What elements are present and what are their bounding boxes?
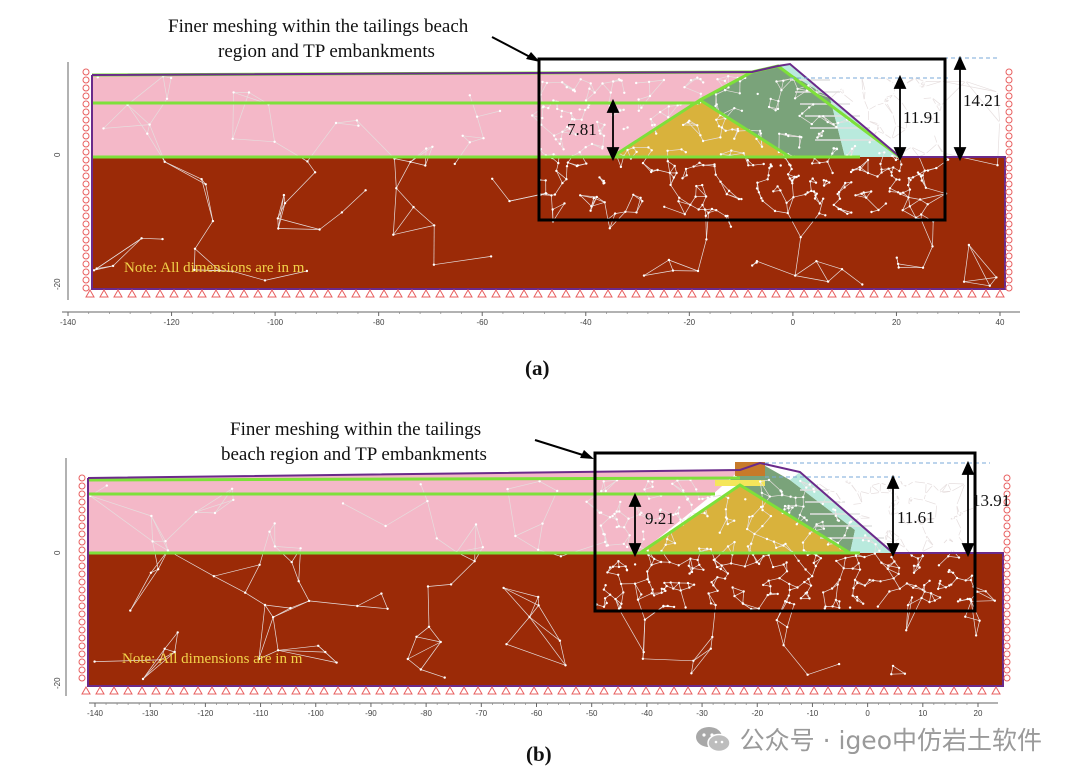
callout-line-2: region and TP embankments bbox=[218, 41, 435, 62]
dim-core-height: 7.81 bbox=[567, 120, 597, 139]
watermark: 公众号 · igeo中仿岩土软件 bbox=[694, 721, 1042, 757]
core-region bbox=[612, 100, 790, 157]
callout-arrowhead bbox=[526, 52, 540, 62]
xtick-label: -100 bbox=[308, 709, 325, 718]
callout-line-1: Finer meshing within the tailings beach bbox=[168, 16, 469, 37]
dim-embankment-height: 11.91 bbox=[903, 108, 941, 127]
xtick-label: -140 bbox=[60, 318, 77, 327]
mesh-nodes bbox=[89, 478, 996, 681]
xtick-label: -10 bbox=[807, 709, 819, 718]
dim-arrow-embankment bbox=[893, 74, 907, 162]
boundary-supports bbox=[78, 474, 1011, 695]
callout-arrowhead bbox=[580, 450, 594, 459]
xtick-label: -50 bbox=[586, 709, 598, 718]
tailings-region bbox=[88, 470, 740, 553]
xtick-label: -60 bbox=[476, 318, 488, 327]
xtick-label: -20 bbox=[751, 709, 763, 718]
dim-arrow-embankment bbox=[886, 474, 900, 558]
xtick-label: 0 bbox=[865, 709, 870, 718]
ytick-neg20: -20 bbox=[53, 278, 62, 290]
drain-region bbox=[790, 472, 893, 553]
callout-line-2: beach region and TP embankments bbox=[221, 444, 487, 465]
xtick-label: 20 bbox=[974, 709, 983, 718]
dim-arrow-total bbox=[953, 55, 967, 162]
callout-arrow bbox=[534, 439, 587, 457]
dim-arrow-core bbox=[606, 98, 620, 162]
xtick-label: -40 bbox=[580, 318, 592, 327]
xtick-label: 0 bbox=[791, 318, 796, 327]
xtick-label: -130 bbox=[142, 709, 159, 718]
crest-drain-strip bbox=[715, 480, 765, 486]
xtick-label: -40 bbox=[641, 709, 653, 718]
xtick-label: -90 bbox=[365, 709, 377, 718]
panel-a-figure: Finer meshing within the tailings beach … bbox=[53, 16, 1020, 327]
ytick-0: 0 bbox=[53, 550, 62, 555]
foundation-region bbox=[88, 553, 1003, 686]
xtick-label: -80 bbox=[373, 318, 385, 327]
mesh-nodes bbox=[92, 75, 1001, 287]
xtick-label: -60 bbox=[531, 709, 543, 718]
finer-mesh-box bbox=[593, 451, 977, 613]
dim-total-height: 13.91 bbox=[972, 491, 1010, 510]
dim-arrow-total bbox=[961, 460, 975, 558]
panel-b-figure: Finer meshing within the tailings beach … bbox=[53, 419, 1011, 718]
x-axis: -140 -120 -100 -80 -60 -40 -20 0 20 40 bbox=[60, 311, 1020, 327]
x-axis: -140-130-120-110-100-90-80-70-60-50-40-3… bbox=[87, 702, 998, 718]
boundary-supports bbox=[82, 68, 1013, 298]
xtick-label: -120 bbox=[164, 318, 181, 327]
xtick-label: -100 bbox=[267, 318, 284, 327]
watermark-text: 公众号 · igeo中仿岩土软件 bbox=[739, 726, 1042, 755]
callout-line-1: Finer meshing within the tailings bbox=[230, 419, 481, 440]
mesh-lines bbox=[89, 479, 996, 680]
layer-lines bbox=[87, 476, 860, 555]
tailings-region bbox=[92, 72, 752, 157]
finer-mesh-box bbox=[537, 57, 947, 222]
foundation-region bbox=[92, 157, 1005, 289]
dashed-reference-lines bbox=[765, 462, 990, 478]
xtick-label: -110 bbox=[253, 709, 269, 718]
dim-arrow-core bbox=[628, 492, 642, 558]
dashed-reference-lines bbox=[790, 57, 1000, 79]
crest-core bbox=[735, 462, 765, 476]
wechat-icon bbox=[694, 724, 732, 754]
xtick-label: -140 bbox=[87, 709, 104, 718]
xtick-label: 10 bbox=[918, 709, 927, 718]
xtick-label: 40 bbox=[996, 318, 1005, 327]
ytick-neg20: -20 bbox=[53, 677, 62, 689]
xtick-label: -20 bbox=[684, 318, 696, 327]
xtick-label: -80 bbox=[420, 709, 432, 718]
ytick-0: 0 bbox=[53, 152, 62, 157]
caption-a-label: (a) bbox=[525, 356, 550, 380]
dim-total-height: 14.21 bbox=[963, 91, 1001, 110]
note-dimensions: Note: All dimensions are in m bbox=[124, 260, 305, 276]
xtick-label: 20 bbox=[892, 318, 901, 327]
xtick-label: -30 bbox=[696, 709, 708, 718]
dim-core-height: 9.21 bbox=[645, 509, 675, 528]
caption-b-label: (b) bbox=[526, 742, 552, 766]
xtick-label: -120 bbox=[197, 709, 214, 718]
callout-arrow bbox=[491, 36, 533, 59]
dim-embankment-height: 11.61 bbox=[897, 508, 935, 527]
note-dimensions: Note: All dimensions are in m bbox=[122, 651, 303, 667]
xtick-label: -70 bbox=[476, 709, 488, 718]
core-region bbox=[640, 485, 850, 553]
